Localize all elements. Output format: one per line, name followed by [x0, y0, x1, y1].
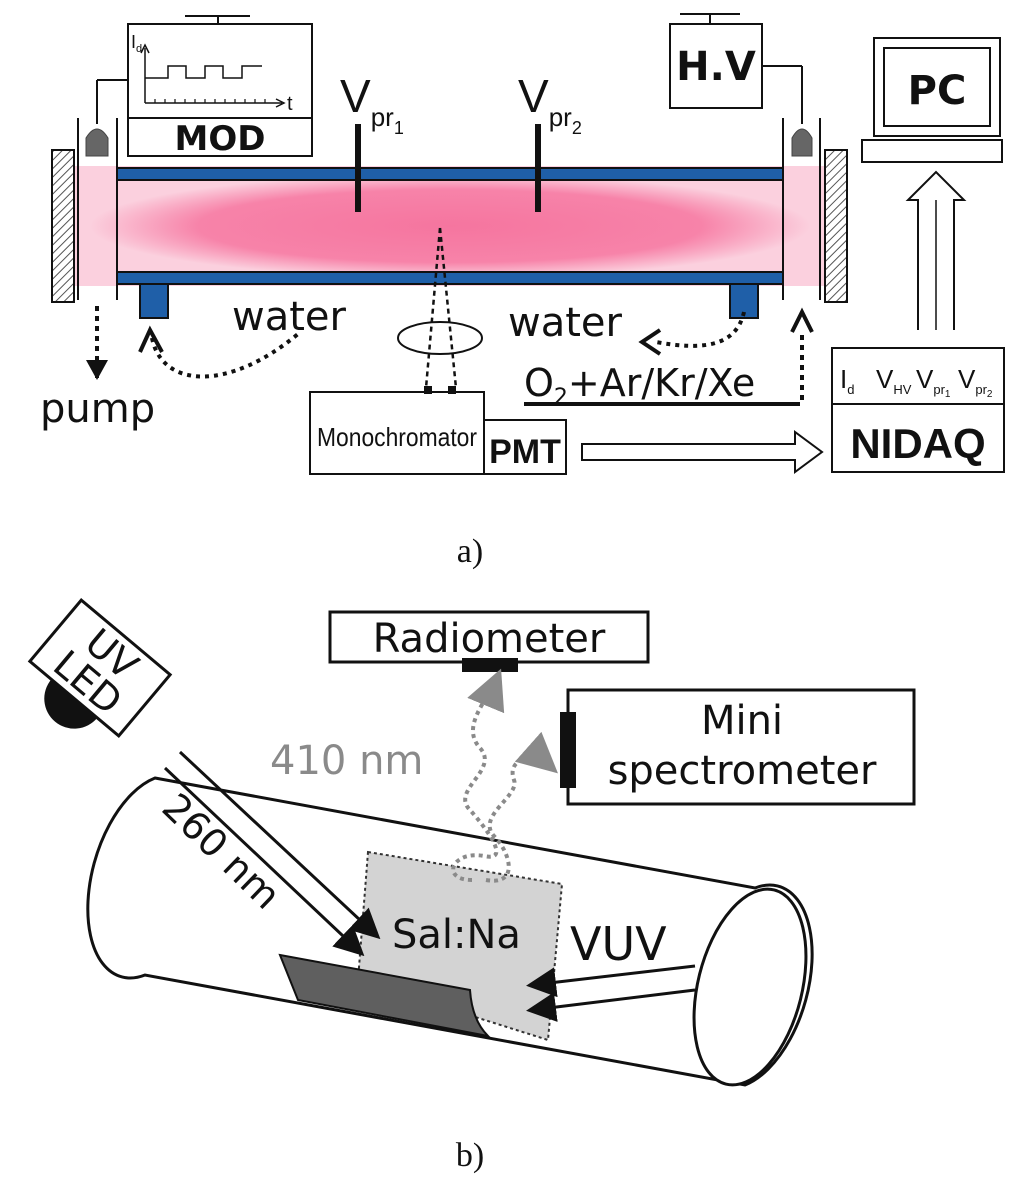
- sample-holder-plate: [278, 953, 491, 1038]
- mini-spectrometer-box: Mini spectrometer: [560, 688, 916, 806]
- water-label-left: water: [232, 294, 347, 340]
- emission-wavelength-label: 410 nm: [270, 738, 423, 784]
- probe-1-label: Vpr1: [340, 70, 404, 138]
- hv-supply-box: H.V: [669, 13, 763, 109]
- electrode-right: [791, 128, 813, 157]
- pump-label: pump: [40, 386, 155, 432]
- graph-y-label: Id: [131, 32, 142, 55]
- pc-label: PC: [908, 68, 967, 114]
- nidaq-channel-4: Vpr2: [958, 364, 993, 400]
- pmt-label: PMT: [489, 433, 561, 471]
- radiometer-label: Radiometer: [373, 616, 606, 662]
- pc-computer: PC: [861, 37, 1003, 163]
- water-flow-left: [150, 332, 300, 379]
- window-left: [51, 149, 75, 303]
- panel-a: Vpr1 Vpr2 MOD Id t: [40, 13, 1005, 570]
- hv-label: H.V: [676, 44, 756, 90]
- pmt-box: PMT: [483, 419, 567, 475]
- gas-mixture-label: O2+Ar/Kr/Xe: [524, 361, 755, 410]
- mod-label: MOD: [175, 119, 266, 159]
- panel-b: UV LED 260 nm Sal:Na VUV Radiometer Mini…: [27, 597, 916, 1174]
- excitation-beam-lower: [163, 766, 365, 957]
- monochromator-box: Monochromator: [309, 386, 485, 475]
- water-outlet-right: [729, 283, 759, 319]
- mini-spectrometer-line1: Mini: [701, 698, 783, 744]
- vuv-beam-lower: [526, 988, 696, 1022]
- nidaq-label: NIDAQ: [850, 420, 985, 467]
- nidaq-channel-2: VHV: [876, 364, 912, 397]
- caption-b: b): [456, 1137, 484, 1174]
- emission-path-spectrometer: [485, 731, 558, 883]
- probe-2-label: Vpr2: [518, 70, 582, 138]
- modulator-box: MOD Id t: [127, 15, 313, 159]
- monochromator-label: Monochromator: [317, 422, 477, 452]
- focusing-lens: [397, 321, 483, 355]
- plasma-column: [60, 166, 840, 286]
- emission-path-radiometer: [451, 668, 505, 882]
- discharge-tube: [51, 65, 848, 319]
- nidaq-channel-1: Id: [840, 364, 854, 397]
- arrow-pmt-to-nidaq: [581, 430, 824, 474]
- water-label-right: water: [508, 300, 623, 346]
- nidaq-channel-3: Vpr1: [916, 364, 951, 400]
- window-right: [824, 149, 848, 303]
- radiometer-box: Radiometer: [328, 610, 650, 672]
- mini-spectrometer-line2: spectrometer: [608, 748, 877, 794]
- graph-x-label: t: [287, 93, 293, 115]
- vuv-beam-upper: [526, 964, 696, 998]
- modulation-graph: Id t: [131, 32, 293, 115]
- uv-led: UV LED: [27, 597, 173, 739]
- sample-label: Sal:Na: [392, 912, 521, 958]
- excitation-beam-upper: [178, 750, 381, 940]
- electrode-left: [85, 128, 109, 157]
- caption-a: a): [457, 533, 483, 570]
- water-inlet-left: [139, 283, 169, 319]
- water-flow-right: [655, 311, 746, 348]
- vuv-label: VUV: [570, 917, 667, 971]
